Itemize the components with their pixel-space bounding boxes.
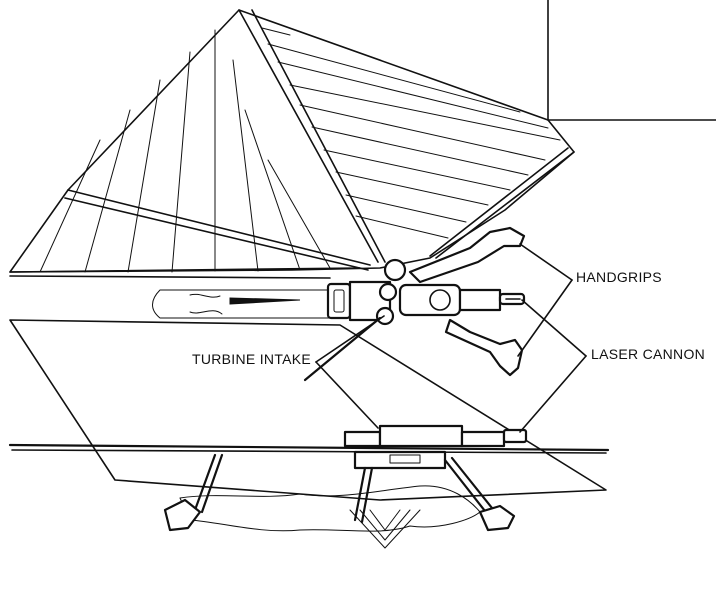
turbine-intake-label: TURBINE INTAKE	[190, 351, 314, 367]
wing-top-view	[9, 9, 575, 279]
laser-cannon-label: LASER CANNON	[589, 346, 708, 362]
fuselage-side-view	[163, 424, 528, 549]
leader-lines	[315, 243, 587, 433]
handgrips-label: HANDGRIPS	[574, 269, 664, 285]
wing-side-view	[8, 319, 610, 501]
inset-frame	[547, 0, 716, 121]
fuselage-top-view	[152, 226, 526, 382]
